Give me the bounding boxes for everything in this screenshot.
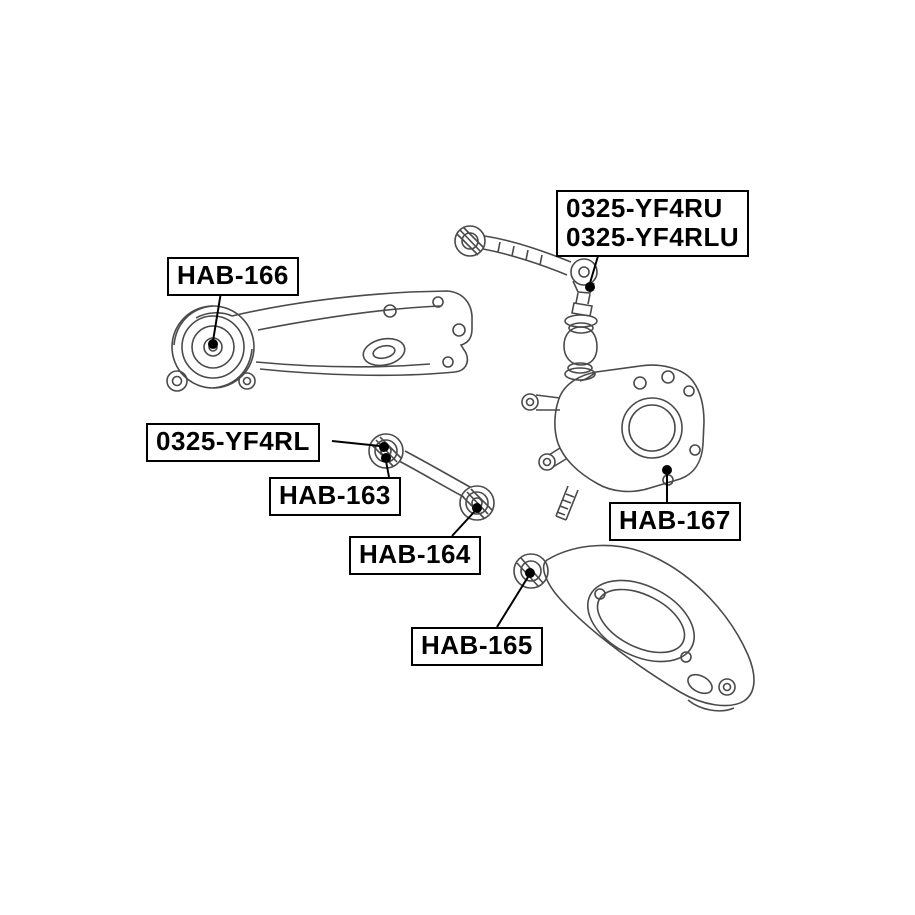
label-hab-167: HAB-167 [609, 502, 741, 541]
leader-0325-upper [589, 255, 599, 284]
label-0325-yf4ru-yf4rlu: 0325-YF4RU 0325-YF4RLU [556, 190, 750, 258]
lower-arm-drawing [513, 544, 755, 712]
label-hab-165: HAB-165 [411, 627, 543, 666]
leader-dots [208, 282, 672, 578]
lateral-rod-drawing [368, 433, 495, 521]
leader-0325-yf4rl [331, 440, 381, 447]
upper-arm-drawing [454, 225, 598, 381]
label-0325-yf4rl: 0325-YF4RL [146, 423, 320, 462]
trailing-arm-drawing [166, 290, 473, 392]
label-hab-166: HAB-166 [167, 257, 299, 296]
leader-hab164 [451, 510, 476, 537]
leader-hab165 [496, 576, 529, 628]
label-0325-yf4ru: 0325-YF4RU [566, 193, 723, 223]
label-0325-yf4rlu: 0325-YF4RLU [566, 221, 740, 252]
leader-lines [212, 255, 668, 628]
knuckle-drawing [521, 364, 705, 521]
label-hab-163: HAB-163 [269, 477, 401, 516]
label-hab-164: HAB-164 [349, 536, 481, 575]
leader-hab166 [212, 291, 222, 342]
leader-hab163 [385, 460, 390, 478]
